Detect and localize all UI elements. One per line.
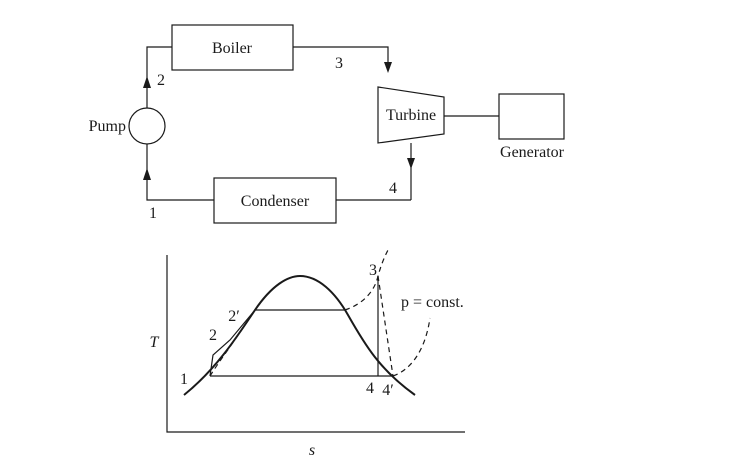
arrow-into-turbine [384,62,392,73]
boiler-label: Boiler [212,40,253,57]
ts-point-4prime: 4′ [382,382,394,399]
boiler-box [171,24,294,71]
ts-diagram: T s 1 2 2′ 3 4 4′ p = const. [150,249,465,459]
ts-point-2prime: 2′ [228,308,240,325]
ts-axes [166,255,465,433]
pump-label: Pump [89,118,126,135]
ts-point-1: 1 [180,371,188,388]
generator-label: Generator [500,144,565,161]
isobar-label: p = const. [401,294,464,311]
generator-box [498,93,565,140]
condenser-box [213,177,337,224]
turbine-shape [377,86,445,144]
ts-y-axis-label: T [150,334,160,351]
cycle-schematic: Boiler Turbine Generator Condenser Pump … [89,24,565,224]
compression-path-dashed [209,309,256,377]
ts-point-2: 2 [209,327,217,344]
state-label-2: 2 [157,72,165,89]
pipe-condenser-to-pump [146,144,214,201]
state-label-3: 3 [335,55,343,72]
condenser-label: Condenser [241,193,310,210]
compression-path [209,309,256,377]
arrow-out-of-pump [143,76,151,88]
pump-circle [128,107,166,145]
ts-point-3: 3 [369,262,377,279]
ts-x-axis-label: s [309,442,315,459]
turbine-label: Turbine [386,107,436,124]
isobar-curve [392,317,431,377]
state-label-1: 1 [149,205,157,222]
state-label-4: 4 [389,180,397,197]
arrow-turbine-exit [407,158,415,169]
isobar-superheat [344,249,389,311]
actual-expansion [377,275,394,377]
ts-point-4: 4 [366,380,374,397]
arrow-into-pump [143,168,151,180]
